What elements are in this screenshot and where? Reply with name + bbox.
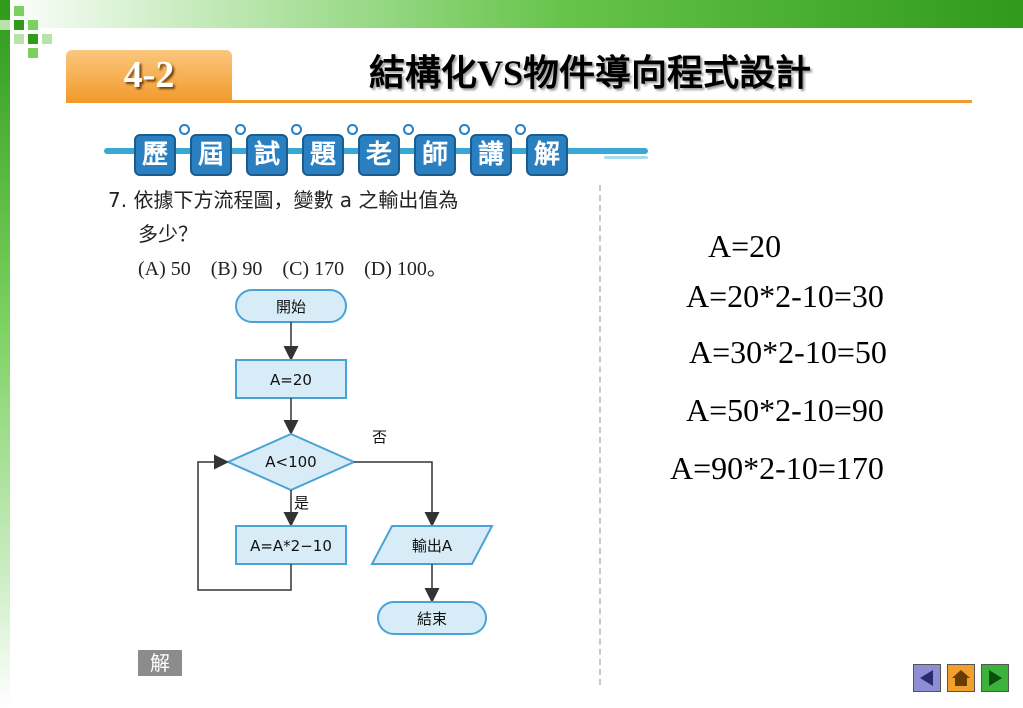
banner-hook-icon [291,124,302,135]
banner-hook-icon [179,124,190,135]
banner-hook-icon [459,124,470,135]
solution-step: A=90*2-10=170 [670,450,884,486]
banner-hook-icon [515,124,526,135]
banner-char: 試 [246,134,288,176]
flow-process-node [235,525,347,565]
slide-title: 結構化VS物件導向程式設計 [368,53,812,93]
banner-char: 歷 [134,134,176,176]
flow-end-label: 結束 [417,610,447,628]
section-number: 4-2 [123,54,175,96]
solution-step: A=30*2-10=50 [689,334,887,370]
banner-hook-icon [235,124,246,135]
question-line-1: 7. 依據下方流程圖，變數 a 之輸出值為 [108,188,459,212]
section-number-tab [66,50,232,102]
solution-step: A=20 [708,228,782,264]
flow-assign-node [235,359,347,399]
flow-output-label: 輸出A [412,537,453,555]
question-line-2: 多少？ [138,222,198,246]
exam-banner: 歷 屆 試 題 老 師 講 解 [104,124,648,176]
triangle-left-icon [920,670,933,686]
home-button[interactable] [947,664,975,692]
banner-char: 屆 [190,134,232,176]
triangle-right-icon [989,670,1002,686]
prev-slide-button[interactable] [913,664,941,692]
flow-output-node [370,525,494,565]
flow-no-label: 否 [372,428,387,446]
flow-process-label: A=A*2−10 [250,537,332,555]
banner-char: 老 [358,134,400,176]
banner-hook-icon [403,124,414,135]
flowchart: 開始 A=20 A<100 否 是 A=A*2−10 輸出A 結束 [197,289,494,635]
answer-badge: 解 [138,650,182,676]
flow-start-label: 開始 [276,298,306,316]
solution-step: A=20*2-10=30 [686,278,884,314]
flow-end-node [377,601,487,635]
flow-condition-label: A<100 [265,453,316,471]
next-slide-button[interactable] [981,664,1009,692]
question-options: (A) 50 (B) 90 (C) 170 (D) 100。 [138,258,447,280]
banner-char: 題 [302,134,344,176]
banner-char: 講 [470,134,512,176]
flow-assign-label: A=20 [270,371,312,389]
left-gradient-band [0,0,10,708]
flow-yes-label: 是 [294,494,309,512]
title-underline [66,100,972,103]
dashed-divider [599,185,601,685]
top-gradient-band [0,0,1023,28]
banner-char: 師 [414,134,456,176]
banner-hook-icon [347,124,358,135]
solution-step: A=50*2-10=90 [686,392,884,428]
banner-char: 解 [526,134,568,176]
home-icon [952,670,970,686]
banner-bar-tail [604,156,648,159]
